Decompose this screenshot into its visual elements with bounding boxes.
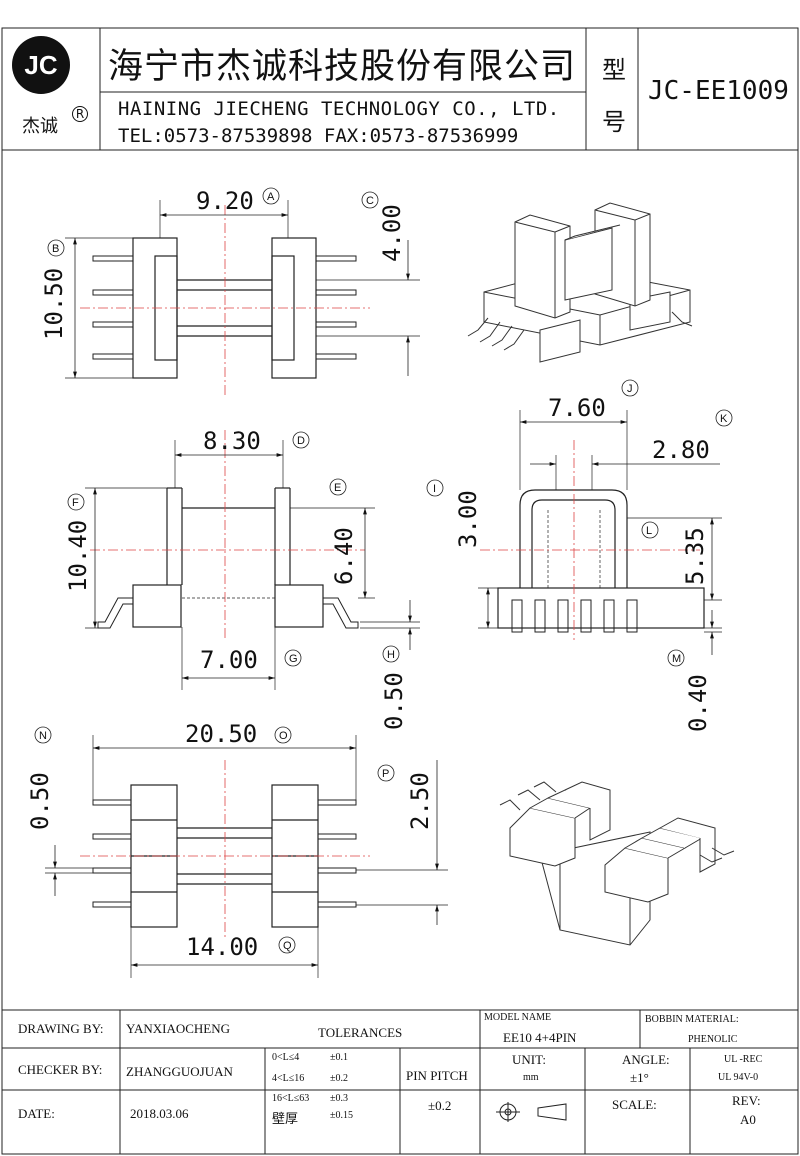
dim-h: 0.50 <box>380 672 408 730</box>
tol-value-1: ±0.1 <box>330 1052 348 1063</box>
checker-by-value: ZHANGGUOJUAN <box>126 1064 233 1079</box>
date-value: 2018.03.06 <box>130 1106 189 1121</box>
ref-n: N <box>39 730 47 742</box>
logo-chinese-name: 杰诚 <box>22 116 58 137</box>
ref-p: P <box>382 768 389 780</box>
dim-e: 6.40 <box>330 527 358 585</box>
bobbin-drawing: 9.20 10.50 4.00 8.30 10.40 <box>26 187 735 978</box>
scale-label: SCALE: <box>612 1097 657 1112</box>
company-name-chinese: 海宁市杰诚科技股份有限公司 <box>108 47 577 87</box>
angle-value: ±1° <box>630 1070 649 1085</box>
ref-g: G <box>289 653 298 665</box>
dim-q: 14.00 <box>186 933 258 961</box>
ref-o: O <box>279 730 288 742</box>
type-label-2: 号 <box>602 108 626 136</box>
isometric-view-bottom <box>499 781 735 946</box>
dim-f: 10.40 <box>64 520 92 592</box>
ref-e: E <box>334 482 341 494</box>
bottom-view <box>45 735 448 978</box>
pin-pitch-label: PIN PITCH <box>406 1068 468 1083</box>
date-label: DATE: <box>18 1106 55 1121</box>
ref-h: H <box>387 649 395 661</box>
tolerances-label: TOLERANCES <box>318 1025 403 1040</box>
tol-range-4: 壁厚 <box>272 1111 299 1126</box>
angle-label: ANGLE: <box>622 1052 670 1067</box>
dim-d: 8.30 <box>203 427 261 455</box>
dim-c: 4.00 <box>378 204 406 262</box>
dim-g: 7.00 <box>200 646 258 674</box>
dim-k: 2.80 <box>652 436 710 464</box>
dim-i: 3.00 <box>454 490 482 548</box>
dim-j: 7.60 <box>548 394 606 422</box>
tol-value-2: ±0.2 <box>330 1073 348 1084</box>
unit-value: mm <box>523 1072 539 1083</box>
drawing-by-label: DRAWING BY: <box>18 1021 104 1036</box>
company-contact: TEL:0573-87539898 FAX:0573-87536999 <box>118 125 519 147</box>
tol-value-3: ±0.3 <box>330 1093 348 1104</box>
top-view <box>65 200 420 395</box>
dim-o: 20.50 <box>185 720 257 748</box>
ref-k: K <box>720 413 728 425</box>
rev-value: A0 <box>740 1112 756 1127</box>
ref-f: F <box>72 497 79 509</box>
bobbin-material-label: BOBBIN MATERIAL: <box>645 1014 739 1025</box>
tol-range-1: 0<L≤4 <box>272 1052 300 1063</box>
ul-94v0: UL 94V-0 <box>718 1072 759 1083</box>
ref-c: C <box>366 195 374 207</box>
ref-b: B <box>52 243 59 255</box>
dim-m: 0.40 <box>684 674 712 732</box>
company-logo: JC <box>12 36 70 94</box>
rev-label: REV: <box>732 1093 761 1108</box>
model-name-value: EE10 4+4PIN <box>503 1030 577 1045</box>
dim-l: 5.35 <box>681 527 709 585</box>
checker-by-label: CHECKER BY: <box>18 1062 103 1077</box>
dim-a: 9.20 <box>196 187 254 215</box>
model-number: JC-EE1009 <box>648 76 789 106</box>
pin-pitch-value: ±0.2 <box>428 1098 452 1113</box>
tol-value-4: ±0.15 <box>330 1110 353 1121</box>
company-name-english: HAINING JIECHENG TECHNOLOGY CO., LTD. <box>118 98 560 120</box>
ref-m: M <box>672 653 681 665</box>
isometric-view-top <box>467 202 693 363</box>
registered-mark: R <box>72 106 88 122</box>
dim-n: 0.50 <box>26 772 54 830</box>
ul-rec: UL -REC <box>724 1054 763 1065</box>
unit-label: UNIT: <box>512 1052 547 1067</box>
tol-range-3: 16<L≤63 <box>272 1093 310 1104</box>
model-name-label: MODEL NAME <box>484 1012 552 1023</box>
ref-l: L <box>646 525 652 537</box>
dim-b: 10.50 <box>40 268 68 340</box>
ref-j: J <box>627 383 633 395</box>
tol-range-2: 4<L≤16 <box>272 1073 305 1084</box>
ref-a: A <box>267 191 275 203</box>
dim-p: 2.50 <box>406 772 434 830</box>
side-view <box>478 410 722 655</box>
ref-i: I <box>433 483 436 495</box>
ref-d: D <box>297 435 305 447</box>
ref-q: Q <box>283 940 292 952</box>
drawing-by-value: YANXIAOCHENG <box>126 1021 230 1036</box>
projection-symbol-icon <box>496 1102 567 1122</box>
bobbin-material-value: PHENOLIC <box>688 1034 738 1045</box>
front-view <box>85 430 420 690</box>
type-label-1: 型 <box>602 56 626 84</box>
